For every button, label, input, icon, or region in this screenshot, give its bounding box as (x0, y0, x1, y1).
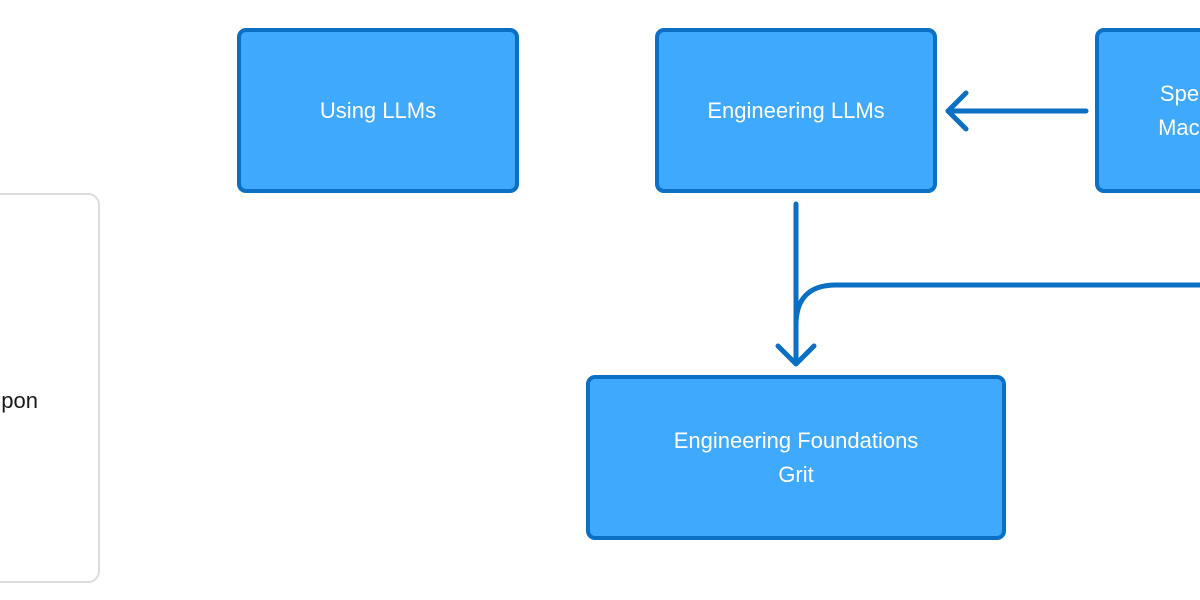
edge-offscreen-to-foundations (793, 282, 1200, 328)
node-engineering-foundations-line1: Engineering Foundations (673, 427, 919, 453)
node-engineering-llms-label: Engineering LLMs (707, 97, 885, 123)
node-engineering-foundations[interactable]: Engineering Foundations Grit (586, 375, 1006, 540)
arrowhead-left (945, 90, 969, 132)
node-using-llms-label: Using LLMs (319, 97, 437, 123)
node-engineering-llms[interactable]: Engineering LLMs (655, 28, 937, 193)
legend-label: pon (1, 388, 38, 413)
node-spec-machine-line1: Spec (1159, 80, 1200, 106)
node-spec-machine[interactable]: Spec Mach (1095, 28, 1200, 193)
arrowhead-down (775, 343, 817, 367)
node-using-llms[interactable]: Using LLMs (237, 28, 519, 193)
node-spec-machine-line2: Mach (1158, 114, 1200, 140)
legend-panel (0, 193, 100, 583)
node-engineering-foundations-line2: Grit (778, 461, 814, 487)
